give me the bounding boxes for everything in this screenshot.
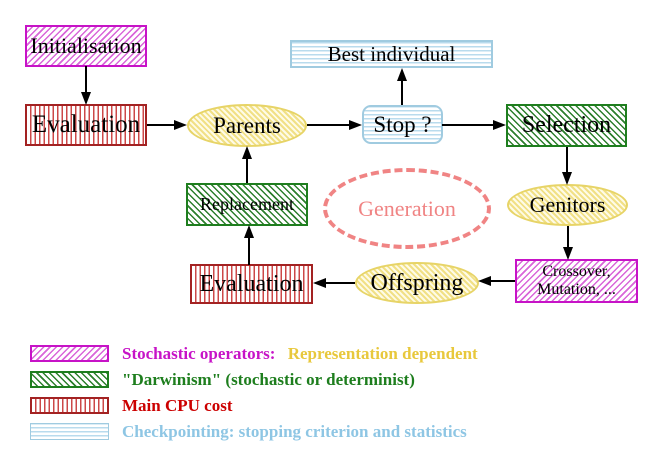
arrow-selection-to-genitors (566, 147, 568, 175)
arrow-offspring-to-evaluation-head (313, 278, 326, 288)
arrow-stop-to-selection-head (493, 120, 506, 130)
node-genitors: Genitors (507, 184, 628, 226)
arrow-evaluation-to-parents (147, 124, 176, 126)
crossover-line1: Crossover, (542, 262, 611, 280)
node-crossover-mutation: Crossover, Mutation, ... (515, 259, 638, 303)
node-stop: Stop ? (362, 105, 443, 144)
legend-label-darwinism: "Darwinism" (stochastic or determinist) (122, 370, 415, 389)
node-selection: Selection (506, 104, 627, 147)
crossover-line2: Mutation, ... (537, 281, 616, 298)
legend-swatch-cpu-cost (30, 397, 109, 414)
arrow-evaluation-to-replacement-head (244, 225, 254, 238)
legend-stochastic-label: Stochastic operators: (122, 344, 276, 363)
legend-swatch-darwinism (30, 371, 109, 388)
arrow-parents-to-stop-head (349, 120, 362, 130)
legend-label-cpu-cost: Main CPU cost (122, 396, 233, 415)
legend-stochastic-note: Representation dependent (287, 344, 478, 363)
arrow-genitors-to-crossover (567, 226, 569, 249)
arrow-crossover-to-offspring-head (478, 276, 491, 286)
node-parents: Parents (187, 104, 307, 147)
arrow-crossover-to-offspring (491, 280, 515, 282)
arrow-replacement-to-parents (246, 158, 248, 183)
arrow-evaluation-to-parents-head (174, 120, 187, 130)
arrow-genitors-to-crossover-head (563, 247, 573, 260)
arrow-evaluation-to-replacement (248, 237, 250, 265)
legend-swatch-checkpointing (30, 423, 109, 440)
node-evaluation-top: Evaluation (25, 104, 147, 146)
arrow-stop-to-best-individual-head (397, 68, 407, 81)
legend-swatch-stochastic-operators (30, 345, 109, 362)
arrow-initialisation-to-evaluation (85, 66, 87, 94)
legend-label-stochastic-operators: Stochastic operators: Representation dep… (122, 344, 478, 363)
node-generation: Generation (323, 168, 491, 249)
arrow-selection-to-genitors-head (562, 172, 572, 185)
node-best-individual: Best individual (290, 40, 493, 68)
arrow-initialisation-to-evaluation-head (81, 92, 91, 105)
legend-label-checkpointing: Checkpointing: stopping criterion and st… (122, 422, 467, 441)
arrow-parents-to-stop (307, 124, 351, 126)
arrow-stop-to-selection (442, 124, 495, 126)
arrow-replacement-to-parents-head (242, 146, 252, 159)
node-initialisation: Initialisation (25, 25, 147, 67)
node-offspring: Offspring (355, 262, 479, 304)
arrow-offspring-to-evaluation (326, 282, 355, 284)
node-replacement: Replacement (186, 183, 308, 226)
node-evaluation-bottom: Evaluation (190, 264, 313, 304)
arrow-stop-to-best-individual (401, 80, 403, 105)
